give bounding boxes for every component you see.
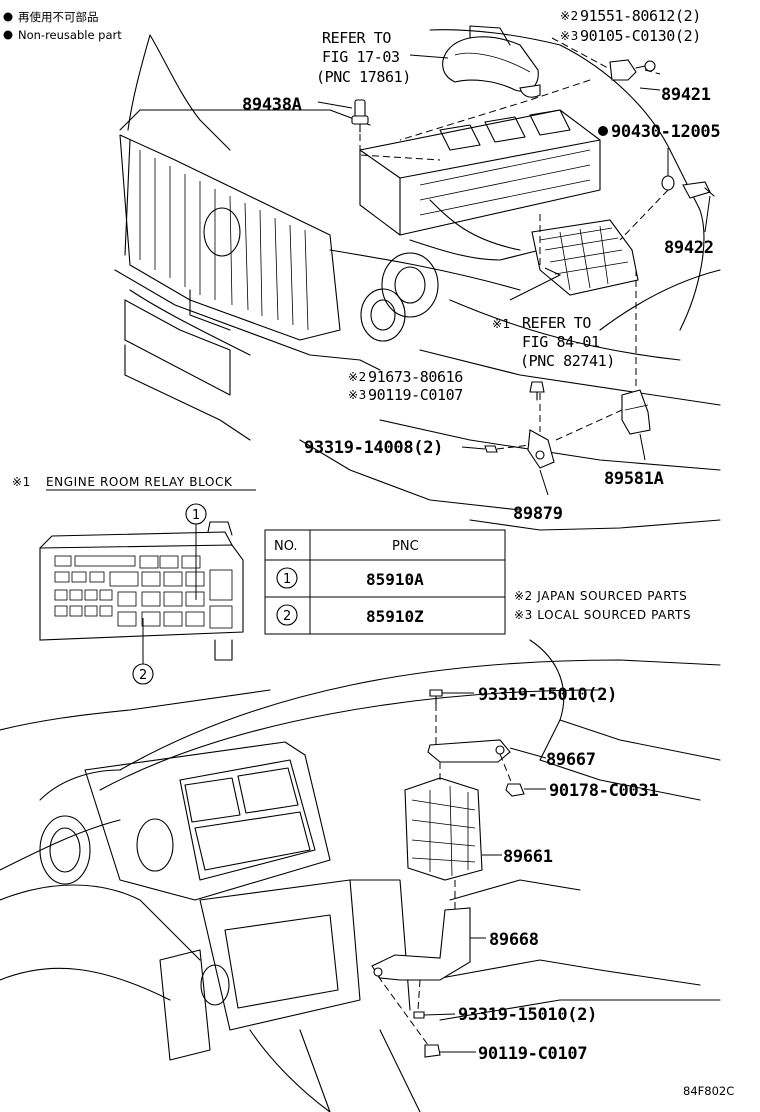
mark-local-90105: ※3 bbox=[560, 29, 579, 43]
note-local-sourced: ※3 LOCAL SOURCED PARTS bbox=[514, 608, 691, 622]
mark-japan-91673: ※2 bbox=[348, 370, 367, 384]
bolt-93319-14008-illustration bbox=[484, 445, 498, 453]
refer-fig-84-line2: FIG 84-01 bbox=[522, 333, 600, 351]
non-reusable-marker-90430 bbox=[598, 126, 608, 136]
part-number-91673-80616: 91673-80616 bbox=[368, 368, 463, 386]
pnc-table-row1-no: 1 bbox=[283, 572, 291, 587]
assembly-guide-lines-lower bbox=[377, 704, 513, 1046]
refer-fig-17-line3: (PNC 17861) bbox=[316, 68, 411, 86]
screw-91673-illustration bbox=[529, 381, 545, 401]
lower-callouts: 93319-15010(2) 89667 90178-C0031 89661 8… bbox=[458, 685, 734, 1098]
legend-non-reusable-jp: 再使用不可部品 bbox=[18, 10, 99, 24]
part-number-89667: 89667 bbox=[546, 750, 596, 770]
relay-block-mark: ※1 bbox=[12, 475, 31, 489]
part-number-90119-C0107-lower: 90119-C0107 bbox=[478, 1044, 587, 1064]
pnc-table-row2-pnc: 85910Z bbox=[366, 607, 424, 626]
figure-code: 84F802C bbox=[683, 1084, 734, 1098]
bracket-89667-illustration bbox=[427, 739, 511, 763]
legend: 再使用不可部品 Non-reusable part bbox=[3, 10, 122, 42]
refer-fig-84-line3: (PNC 82741) bbox=[520, 352, 615, 370]
pnc-table-row1-pnc: 85910A bbox=[366, 570, 424, 589]
part-number-89421: 89421 bbox=[661, 85, 711, 105]
mark-japan-91551: ※2 bbox=[560, 9, 579, 23]
bracket-89668-illustration bbox=[371, 907, 471, 981]
mark-refer-fig-84: ※1 bbox=[492, 317, 511, 331]
mark-local-90119: ※3 bbox=[348, 388, 367, 402]
relay-block-title: ENGINE ROOM RELAY BLOCK bbox=[46, 475, 233, 489]
air-intake-hose-illustration bbox=[442, 25, 541, 98]
part-number-90105-C0130: 90105-C0130(2) bbox=[580, 27, 701, 45]
bracket-89879-illustration bbox=[527, 429, 555, 469]
assembly-guide-lines-upper bbox=[359, 37, 669, 450]
relay-callout-2-label: 2 bbox=[139, 668, 147, 683]
part-number-89668: 89668 bbox=[489, 930, 539, 950]
refer-fig-17-line1: REFER TO bbox=[322, 29, 391, 47]
pnc-table-header-no: NO. bbox=[274, 539, 298, 554]
part-number-93319-15010-upper: 93319-15010(2) bbox=[478, 685, 617, 705]
relay-block-fuses-icon bbox=[54, 555, 233, 629]
screw-90119-lower-illustration bbox=[424, 1044, 441, 1058]
upper-callouts: ※2 91551-80612(2) ※3 90105-C0130(2) REFE… bbox=[242, 7, 721, 524]
part-number-89879: 89879 bbox=[513, 504, 563, 524]
relay-block-inset: ※1 ENGINE ROOM RELAY BLOCK bbox=[12, 475, 256, 685]
ecu-89661-illustration bbox=[404, 777, 483, 881]
part-number-89438A: 89438A bbox=[242, 95, 302, 115]
sourcing-notes: ※2 JAPAN SOURCED PARTS ※3 LOCAL SOURCED … bbox=[514, 589, 691, 622]
part-number-90119-C0107-upper: 90119-C0107 bbox=[368, 386, 463, 404]
part-number-93319-14008: 93319-14008(2) bbox=[304, 438, 443, 458]
leader-lines-lower bbox=[423, 692, 547, 1053]
sensor-89422-illustration bbox=[661, 175, 715, 199]
bolt-93319-15010-illustration bbox=[413, 689, 443, 1019]
pnc-table: NO. PNC 1 85910A 2 85910Z bbox=[264, 529, 506, 635]
part-number-91551-80612: 91551-80612(2) bbox=[580, 7, 701, 25]
part-number-93319-15010-lower: 93319-15010(2) bbox=[458, 1005, 597, 1025]
relay-callout-2 bbox=[132, 663, 154, 685]
note-japan-sourced: ※2 JAPAN SOURCED PARTS bbox=[514, 589, 687, 603]
dashboard-illustration bbox=[0, 639, 721, 1112]
part-number-89581A: 89581A bbox=[604, 469, 664, 489]
pnc-table-row2-no: 2 bbox=[283, 609, 291, 624]
leader-lines-upper bbox=[317, 54, 711, 496]
relay-callout-1-label: 1 bbox=[192, 508, 200, 523]
relay-callout-1 bbox=[185, 503, 207, 525]
sensor-89581a-illustration bbox=[621, 389, 651, 435]
refer-fig-17-line2: FIG 17-03 bbox=[322, 48, 400, 66]
part-number-90178-C0031: 90178-C0031 bbox=[549, 781, 658, 801]
part-number-90430-12005: 90430-12005 bbox=[611, 122, 720, 142]
pnc-table-header-pnc: PNC bbox=[392, 539, 419, 554]
sensor-89421-illustration bbox=[609, 59, 656, 81]
part-number-89661: 89661 bbox=[503, 847, 553, 867]
sensor-89438a-illustration bbox=[351, 99, 369, 133]
part-number-89422: 89422 bbox=[664, 238, 714, 258]
non-reusable-bullet-icon bbox=[3, 12, 13, 22]
refer-fig-84-line1: REFER TO bbox=[522, 314, 591, 332]
legend-non-reusable-en: Non-reusable part bbox=[18, 28, 122, 42]
non-reusable-bullet-icon bbox=[3, 30, 13, 40]
nut-90178-illustration bbox=[505, 783, 525, 797]
